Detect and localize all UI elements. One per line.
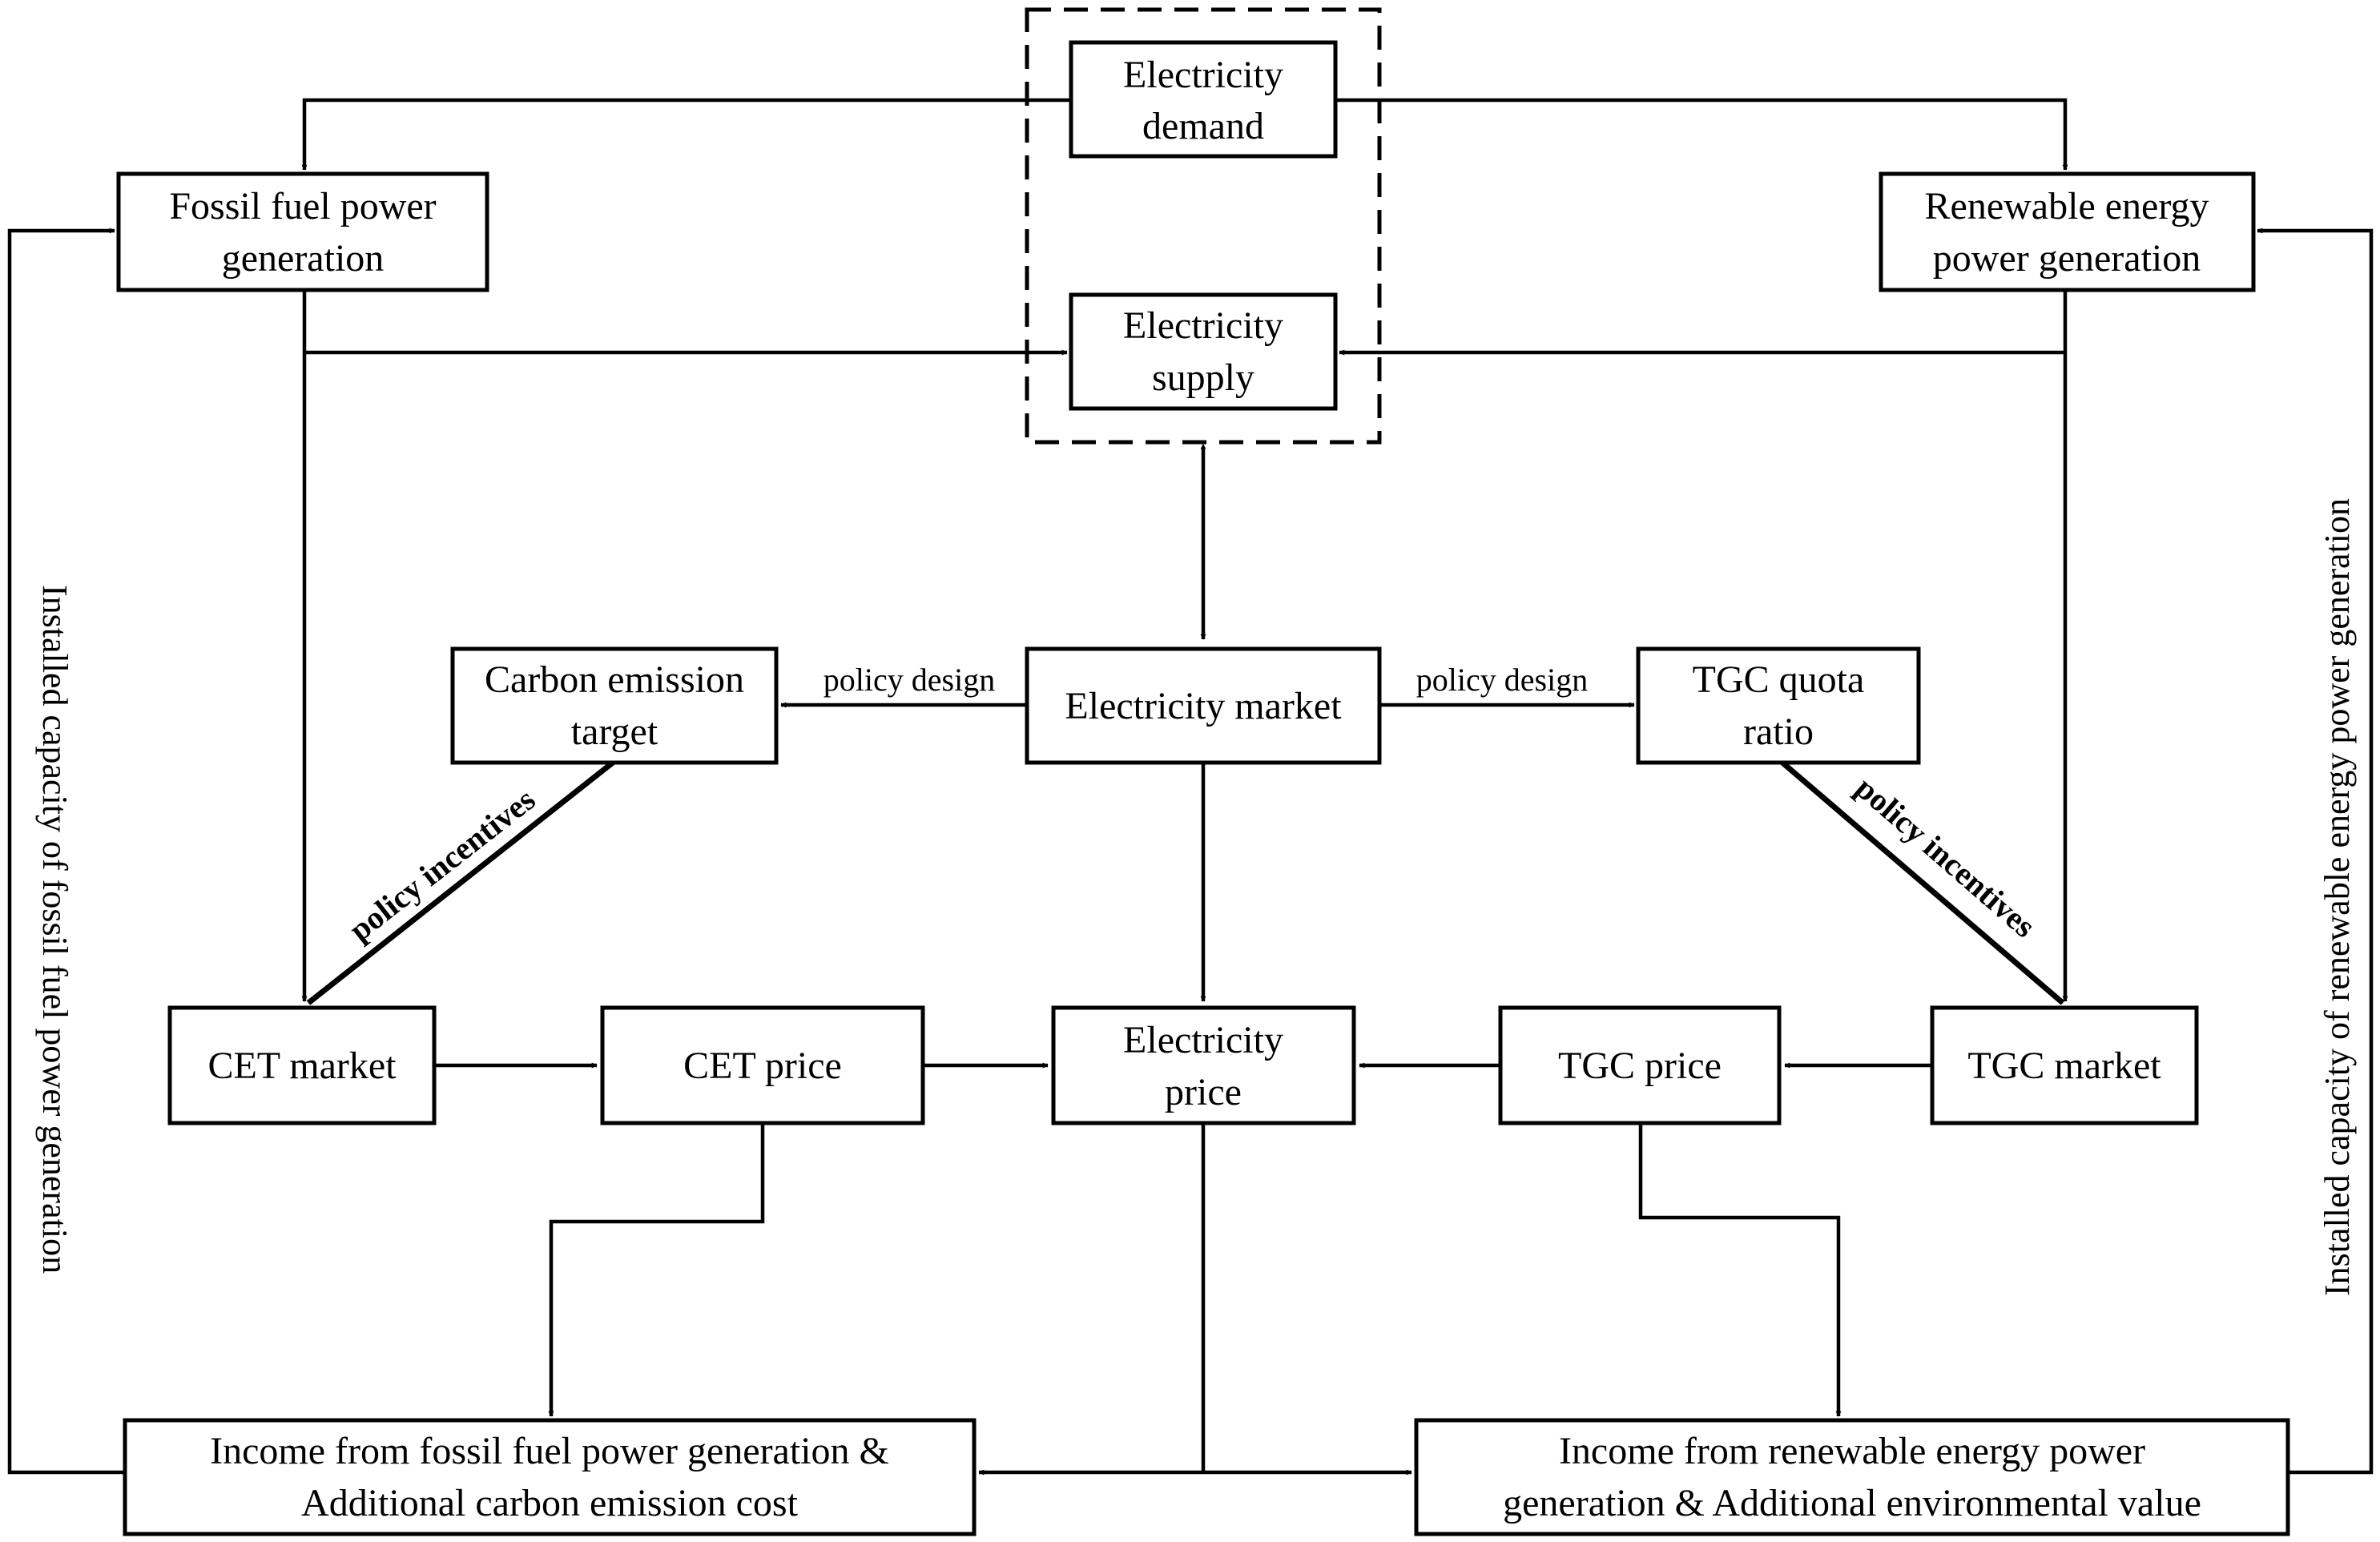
node-electricity-supply: Electricity supply [1069,292,1338,411]
edge-fossil-capacity-feedback [7,227,125,1475]
renewable-income-line-1: Income from renewable energy power [1559,1430,2145,1472]
edge-demand-to-fossil [301,98,1071,171]
edge-demand-to-renewable [1335,98,2068,171]
policy-incentives-label-left: policy incentives [342,781,542,948]
carbon-target-line-2: target [571,711,658,753]
node-tgc-quota: TGC quota ratio [1636,646,1921,765]
fossil-income-line-1: Income from fossil fuel power generation… [210,1430,889,1472]
node-renewable-generation: Renewable energy power generation [1879,171,2256,292]
node-renewable-income: Income from renewable energy power gener… [1414,1418,2290,1536]
edge-cet-price-to-fossil-income [548,1123,765,1417]
electricity-price-line-1: Electricity [1123,1019,1283,1061]
policy-design-label-left: policy design [824,662,995,698]
side-label-fossil-capacity: Installed capacity of fossil fuel power … [35,585,75,1274]
tgc-market-label: TGC market [1967,1045,2161,1087]
node-electricity-demand: Electricity demand [1069,40,1338,159]
node-tgc-price: TGC price [1498,1005,1782,1125]
carbon-target-line-1: Carbon emission [485,658,744,701]
edge-renewable-capacity-feedback [2257,227,2374,1475]
side-label-renewable-capacity: Installed capacity of renewable energy p… [2318,498,2357,1296]
node-fossil-income: Income from fossil fuel power generation… [123,1418,977,1536]
cet-market-label: CET market [207,1045,397,1087]
tgc-price-label: TGC price [1558,1045,1722,1087]
renewable-income-line-2: generation & Additional environmental va… [1503,1482,2201,1524]
edge-tgc-quota-to-tgc-market [1780,760,2065,1005]
electricity-market-label: Electricity market [1065,685,1342,727]
policy-design-label-right: policy design [1416,662,1588,698]
electricity-supply-line-2: supply [1152,356,1254,399]
node-electricity-price: Electricity price [1051,1005,1356,1125]
node-electricity-market: Electricity market [1025,646,1382,765]
electricity-demand-line-1: Electricity [1123,54,1283,96]
fossil-generation-line-1: Fossil fuel power [169,185,436,227]
node-carbon-target: Carbon emission target [450,646,779,765]
node-cet-price: CET price [600,1005,925,1125]
policy-incentives-label-right: policy incentives [1849,770,2043,944]
node-fossil-generation: Fossil fuel power generation [116,171,489,292]
renewable-generation-line-2: power generation [1933,237,2201,280]
supply-demand-group [1025,7,1382,445]
fossil-income-line-2: Additional carbon emission cost [301,1482,799,1524]
node-tgc-market: TGC market [1930,1005,2199,1125]
tgc-quota-line-1: TGC quota [1693,658,1865,701]
cet-price-label: CET price [683,1045,842,1087]
electricity-price-line-2: price [1165,1071,1242,1113]
edge-carbon-target-to-cet-market [306,760,615,1005]
electricity-demand-line-2: demand [1142,105,1264,147]
electricity-supply-line-1: Electricity [1123,304,1283,347]
renewable-generation-line-1: Renewable energy [1925,185,2209,227]
node-cet-market: CET market [167,1005,437,1125]
tgc-quota-line-2: ratio [1743,711,1814,753]
edge-tgc-price-to-renewable-income [1638,1123,1842,1417]
fossil-generation-line-2: generation [222,237,385,280]
